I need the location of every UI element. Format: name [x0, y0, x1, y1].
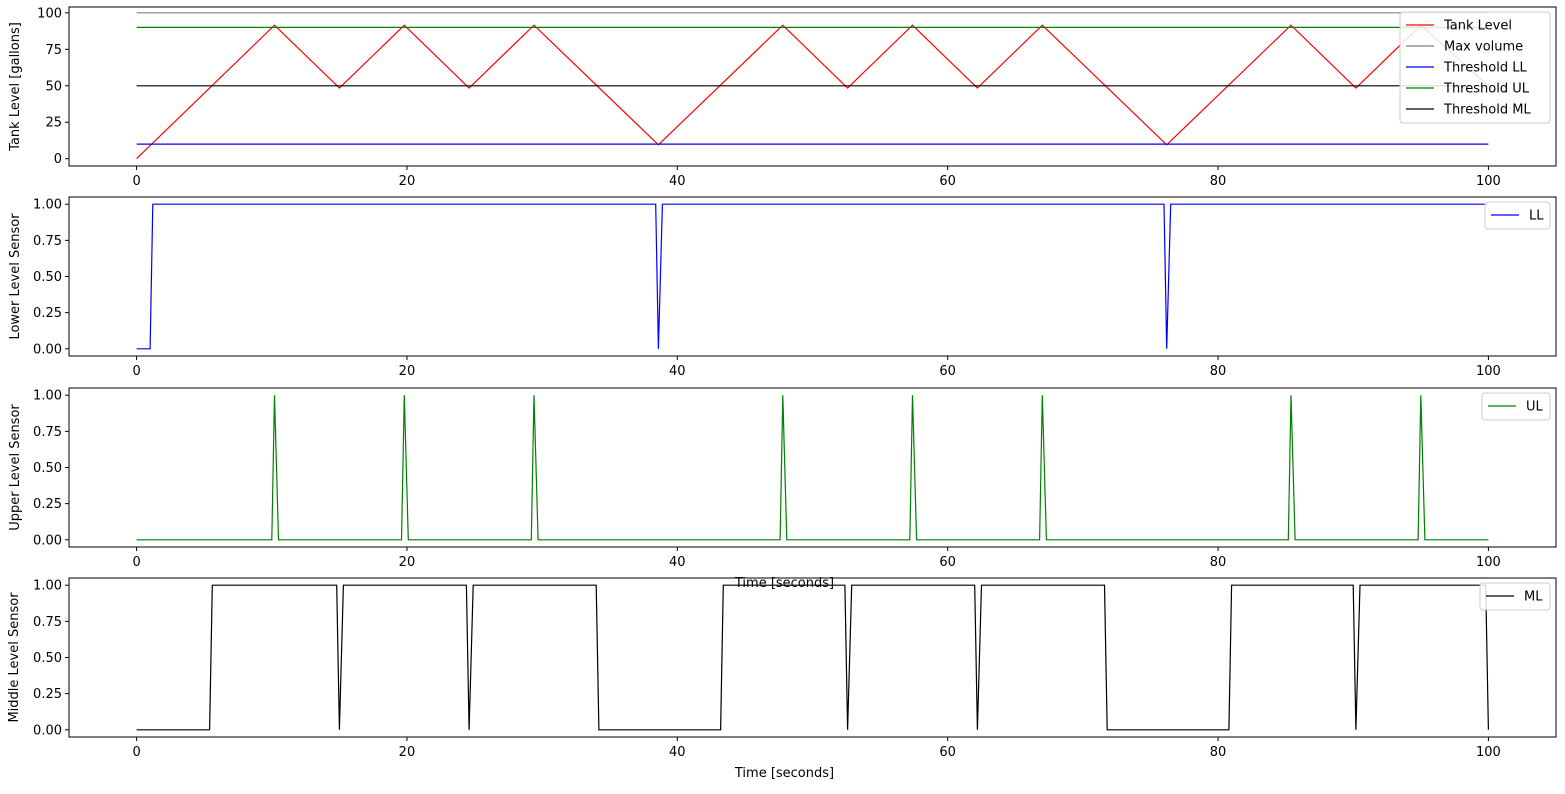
x-tick-label: 100 — [1476, 364, 1501, 379]
axes-frame — [68, 387, 1557, 548]
y-tick-label: 1.00 — [33, 579, 62, 594]
y-tick-label: 0.75 — [33, 425, 62, 440]
x-tick-label: 40 — [669, 745, 686, 760]
x-tick-label: 60 — [939, 364, 956, 379]
legend-label: UL — [1526, 400, 1544, 415]
x-axis-label: Time [seconds] — [734, 766, 834, 781]
x-tick-label: 80 — [1210, 364, 1227, 379]
y-tick-label: 0.75 — [33, 234, 62, 249]
legend-label: ML — [1524, 590, 1543, 605]
legend-label: Tank Level — [1443, 19, 1512, 34]
y-tick-label: 0.25 — [33, 306, 62, 321]
legend-label: LL — [1529, 209, 1544, 224]
series-line-ul — [136, 395, 1489, 541]
legend-label: Threshold ML — [1443, 103, 1531, 118]
x-tick-label: 20 — [399, 174, 416, 189]
y-axis-label: Tank Level [gallons] — [8, 22, 23, 152]
x-tick-label: 20 — [399, 555, 416, 570]
x-tick-label: 100 — [1476, 174, 1501, 189]
y-tick-label: 0 — [54, 152, 62, 167]
axes-frame — [68, 196, 1557, 357]
axes-frame — [68, 577, 1557, 738]
y-tick-label: 50 — [45, 79, 62, 94]
y-axis-label: Lower Level Sensor — [8, 213, 23, 340]
y-tick-label: 1.00 — [33, 198, 62, 213]
x-tick-label: 0 — [132, 745, 140, 760]
y-tick-label: 0.00 — [33, 342, 62, 357]
legend-box — [1399, 11, 1551, 124]
y-axis-label: Middle Level Sensor — [7, 592, 22, 723]
legend-label: Max volume — [1444, 40, 1523, 55]
x-tick-label: 0 — [132, 174, 140, 189]
legend: ML — [1479, 582, 1551, 611]
y-tick-label: 100 — [37, 6, 62, 21]
legend: UL — [1481, 392, 1551, 421]
x-tick-label: 60 — [939, 555, 956, 570]
x-tick-label: 80 — [1210, 745, 1227, 760]
x-tick-label: 40 — [669, 364, 686, 379]
legend-label: Threshold UL — [1443, 82, 1530, 97]
x-tick-label: 80 — [1210, 174, 1227, 189]
axes-frame — [68, 6, 1557, 167]
y-axis-label: Upper Level Sensor — [8, 404, 23, 531]
x-tick-label: 100 — [1476, 745, 1501, 760]
y-tick-label: 0.25 — [33, 687, 62, 702]
x-tick-label: 20 — [399, 364, 416, 379]
x-tick-label: 100 — [1476, 555, 1501, 570]
y-tick-label: 0.75 — [33, 615, 62, 630]
series-line-tank-level — [136, 24, 1489, 160]
x-axis-label: Time [seconds] — [734, 576, 834, 591]
y-tick-label: 0.00 — [33, 533, 62, 548]
x-tick-label: 20 — [399, 745, 416, 760]
y-tick-label: 0.00 — [33, 723, 62, 738]
y-tick-label: 25 — [45, 116, 62, 131]
legend: LL — [1484, 201, 1551, 230]
series-line-ll — [136, 203, 1489, 350]
x-tick-label: 40 — [669, 555, 686, 570]
legend-box — [1479, 582, 1551, 611]
x-tick-label: 80 — [1210, 555, 1227, 570]
x-tick-label: 40 — [669, 174, 686, 189]
series-line-ml — [136, 584, 1489, 731]
y-tick-label: 0.50 — [33, 270, 62, 285]
x-tick-label: 0 — [132, 555, 140, 570]
y-tick-label: 0.50 — [33, 651, 62, 666]
y-tick-label: 75 — [45, 43, 62, 58]
x-tick-label: 0 — [132, 364, 140, 379]
legend-label: Threshold LL — [1443, 61, 1527, 76]
y-tick-label: 0.25 — [33, 497, 62, 512]
x-tick-label: 60 — [939, 174, 956, 189]
y-tick-label: 0.50 — [33, 461, 62, 476]
x-tick-label: 60 — [939, 745, 956, 760]
y-tick-label: 1.00 — [33, 389, 62, 404]
